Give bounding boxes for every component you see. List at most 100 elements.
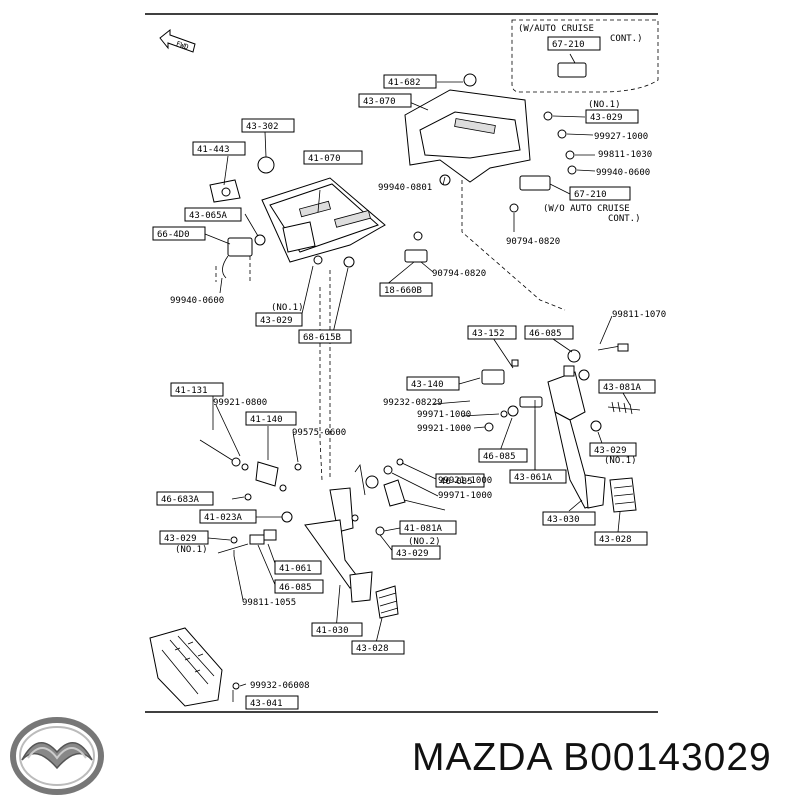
- part-label-box: 41-140: [245, 411, 297, 426]
- part-number: 46-683A: [161, 495, 200, 505]
- part-label-box: 43-028: [351, 640, 405, 655]
- floor-pad: [149, 627, 240, 707]
- part-number: 43-140: [411, 380, 444, 390]
- part-number-label: (NO.1): [588, 100, 621, 110]
- part-number-label: 90794-0820: [432, 269, 486, 279]
- part-number-label: 99811-1030: [598, 150, 652, 160]
- part-label-box: 43-030: [542, 511, 596, 526]
- part-number-label: (NO.1): [271, 303, 304, 313]
- part-label-frame: [159, 530, 209, 545]
- part-label-box: 43-302: [241, 118, 295, 133]
- part-number: 46-085: [440, 477, 473, 487]
- pedal-bracket: [254, 177, 386, 268]
- part-label-frame: [399, 520, 457, 535]
- part-label-frame: [241, 118, 295, 133]
- part-label-box: 46-085: [435, 473, 485, 488]
- part-label-frame: [569, 186, 631, 201]
- part-label-frame: [303, 150, 363, 165]
- part-label-frame: [245, 411, 297, 426]
- part-number: 41-061: [279, 564, 312, 574]
- part-number-label: 99921-0800: [213, 398, 267, 408]
- part-number: 41-081A: [404, 524, 443, 534]
- part-number: 41-140: [250, 415, 283, 425]
- part-number: 43-061A: [514, 473, 553, 483]
- clutch-pedal: [481, 343, 641, 513]
- part-number: 43-302: [246, 122, 279, 132]
- part-label-box: 43-029: [255, 312, 303, 327]
- part-number: 41-070: [308, 154, 341, 164]
- part-number-label: 99971-1000: [417, 410, 471, 420]
- clutch-bracket: [404, 62, 587, 213]
- part-number: 66-4D0: [157, 230, 190, 240]
- leader-lines: [204, 53, 631, 702]
- part-number: 43-029: [590, 113, 623, 123]
- part-number-label: 99971-1000: [438, 491, 492, 501]
- boxed-part-labels: 67-21041-68243-07043-02943-30241-44341-0…: [152, 36, 656, 710]
- part-label-box: 41-070: [303, 150, 363, 165]
- no-auto-cruise-note-line2: CONT.): [608, 214, 641, 224]
- part-number: 43-028: [599, 535, 632, 545]
- part-label-frame: [478, 448, 528, 463]
- part-number: 43-030: [547, 515, 580, 525]
- part-number: 41-131: [175, 386, 208, 396]
- part-label-box: 41-061: [274, 560, 322, 575]
- part-label-box: 46-085: [274, 579, 324, 594]
- part-number-label: 99927-1000: [594, 132, 648, 142]
- part-number-label: 99940-0600: [170, 296, 224, 306]
- brake-pedal: [304, 458, 406, 619]
- part-number: 68-615B: [303, 333, 341, 343]
- part-number-label: 99811-1070: [612, 310, 666, 320]
- part-label-frame: [245, 695, 299, 710]
- part-number: 43-041: [250, 699, 283, 709]
- part-label-box: 67-210: [547, 36, 601, 51]
- part-label-box: 43-041: [245, 695, 299, 710]
- part-label-frame: [170, 382, 224, 397]
- part-number: 46-085: [279, 583, 312, 593]
- part-number-label: (NO.2): [408, 537, 441, 547]
- part-number-label: 90794-0820: [506, 237, 560, 247]
- part-number: 67-210: [552, 40, 585, 50]
- part-label-frame: [351, 640, 405, 655]
- part-label-box: 43-065A: [184, 207, 242, 222]
- part-label-frame: [594, 531, 648, 546]
- part-number-label: 99232-08229: [383, 398, 443, 408]
- part-label-frame: [406, 376, 460, 391]
- part-label-box: 43-029: [585, 109, 639, 124]
- auto-cruise-callout-region: [511, 19, 659, 93]
- part-label-frame: [311, 622, 363, 637]
- mazda-logo-icon: [8, 714, 106, 802]
- part-label-box: 43-081A: [598, 379, 656, 394]
- part-label-box: 41-682: [383, 74, 437, 89]
- part-number-label: 99811-1055: [242, 598, 296, 608]
- part-label-frame: [298, 329, 352, 344]
- part-label-frame: [524, 325, 574, 340]
- part-label-box: 43-152: [467, 325, 517, 340]
- part-number: 43-065A: [189, 211, 228, 221]
- part-label-box: 43-029: [159, 530, 209, 545]
- part-number: 43-081A: [603, 383, 642, 393]
- part-label-box: 43-028: [594, 531, 648, 546]
- part-number: 41-682: [388, 78, 421, 88]
- part-label-box: 41-443: [192, 141, 246, 156]
- part-label-frame: [255, 312, 303, 327]
- part-label-frame: [379, 282, 433, 297]
- part-label-frame: [547, 36, 601, 51]
- left-bracket-parts: [209, 156, 428, 279]
- part-label-box: 67-210: [569, 186, 631, 201]
- part-label-frame: [509, 469, 567, 484]
- forward-label: FWD: [175, 40, 190, 52]
- part-label-box: 41-081A: [399, 520, 457, 535]
- part-label-box: 41-030: [311, 622, 363, 637]
- part-label-frame: [542, 511, 596, 526]
- part-label-box: 41-131: [170, 382, 224, 397]
- part-label-box: 66-4D0: [152, 226, 206, 241]
- part-number: 18-660B: [384, 286, 422, 296]
- part-label-box: 18-660B: [379, 282, 433, 297]
- forward-arrow-icon: FWD: [159, 28, 196, 53]
- part-label-frame: [585, 109, 639, 124]
- part-label-box: 46-085: [478, 448, 528, 463]
- part-label-frame: [435, 473, 485, 488]
- part-number-label: 99940-0801: [378, 183, 432, 193]
- part-number: 43-029: [396, 549, 429, 559]
- part-label-frame: [152, 226, 206, 241]
